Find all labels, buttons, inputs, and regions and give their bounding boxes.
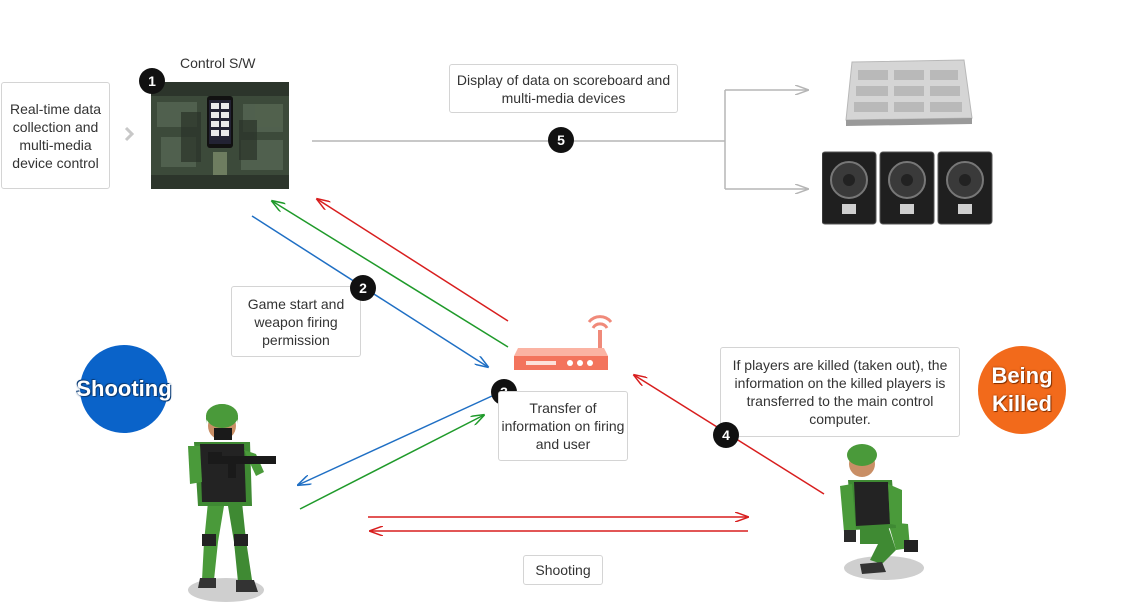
killed-soldier-figure [840, 444, 924, 580]
game-start-box: Game start and weapon firing permission [231, 286, 361, 357]
step-badge-4: 4 [713, 422, 739, 448]
shooting-box-text: Shooting [535, 562, 591, 578]
display-box: Display of data on scoreboard and multi-… [449, 64, 678, 113]
being-killed-circle-text: Being Killed [991, 363, 1053, 416]
transfer-box-text: Transfer of information on firing and us… [501, 400, 625, 452]
green-shooter-to-router [299, 415, 484, 510]
shooting-box: Shooting [523, 555, 603, 585]
game-start-box-text: Game start and weapon firing permission [247, 295, 345, 348]
shooting-circle: Shooting [76, 345, 172, 433]
green-router-to-sw [272, 201, 509, 348]
transfer-box: Transfer of information on firing and us… [498, 391, 628, 461]
scoreboard-icon [845, 59, 973, 126]
speakers-icon [822, 151, 993, 225]
control-sw-label: Control S/W [180, 55, 256, 71]
being-killed-circle: Being Killed [978, 346, 1066, 434]
realtime-box-text: Real-time data collection and multi-medi… [9, 100, 102, 171]
red-router-to-sw [317, 199, 509, 322]
shooting-circle-text: Shooting [76, 376, 172, 401]
killed-info-box: If players are killed (taken out), the i… [720, 347, 960, 437]
step-badge-1: 1 [139, 68, 165, 94]
step-badge-2: 2 [350, 275, 376, 301]
realtime-box: Real-time data collection and multi-medi… [1, 82, 110, 189]
display-box-text: Display of data on scoreboard and multi-… [456, 71, 671, 106]
step-badge-5: 5 [548, 127, 574, 153]
killed-info-box-text: If players are killed (taken out), the i… [732, 357, 948, 427]
shooting-soldier-figure [188, 404, 276, 602]
control-sw-screen [151, 82, 289, 189]
router-icon [514, 315, 612, 370]
blue-router-to-shooter [298, 395, 493, 485]
chevron-right-icon [124, 126, 135, 142]
